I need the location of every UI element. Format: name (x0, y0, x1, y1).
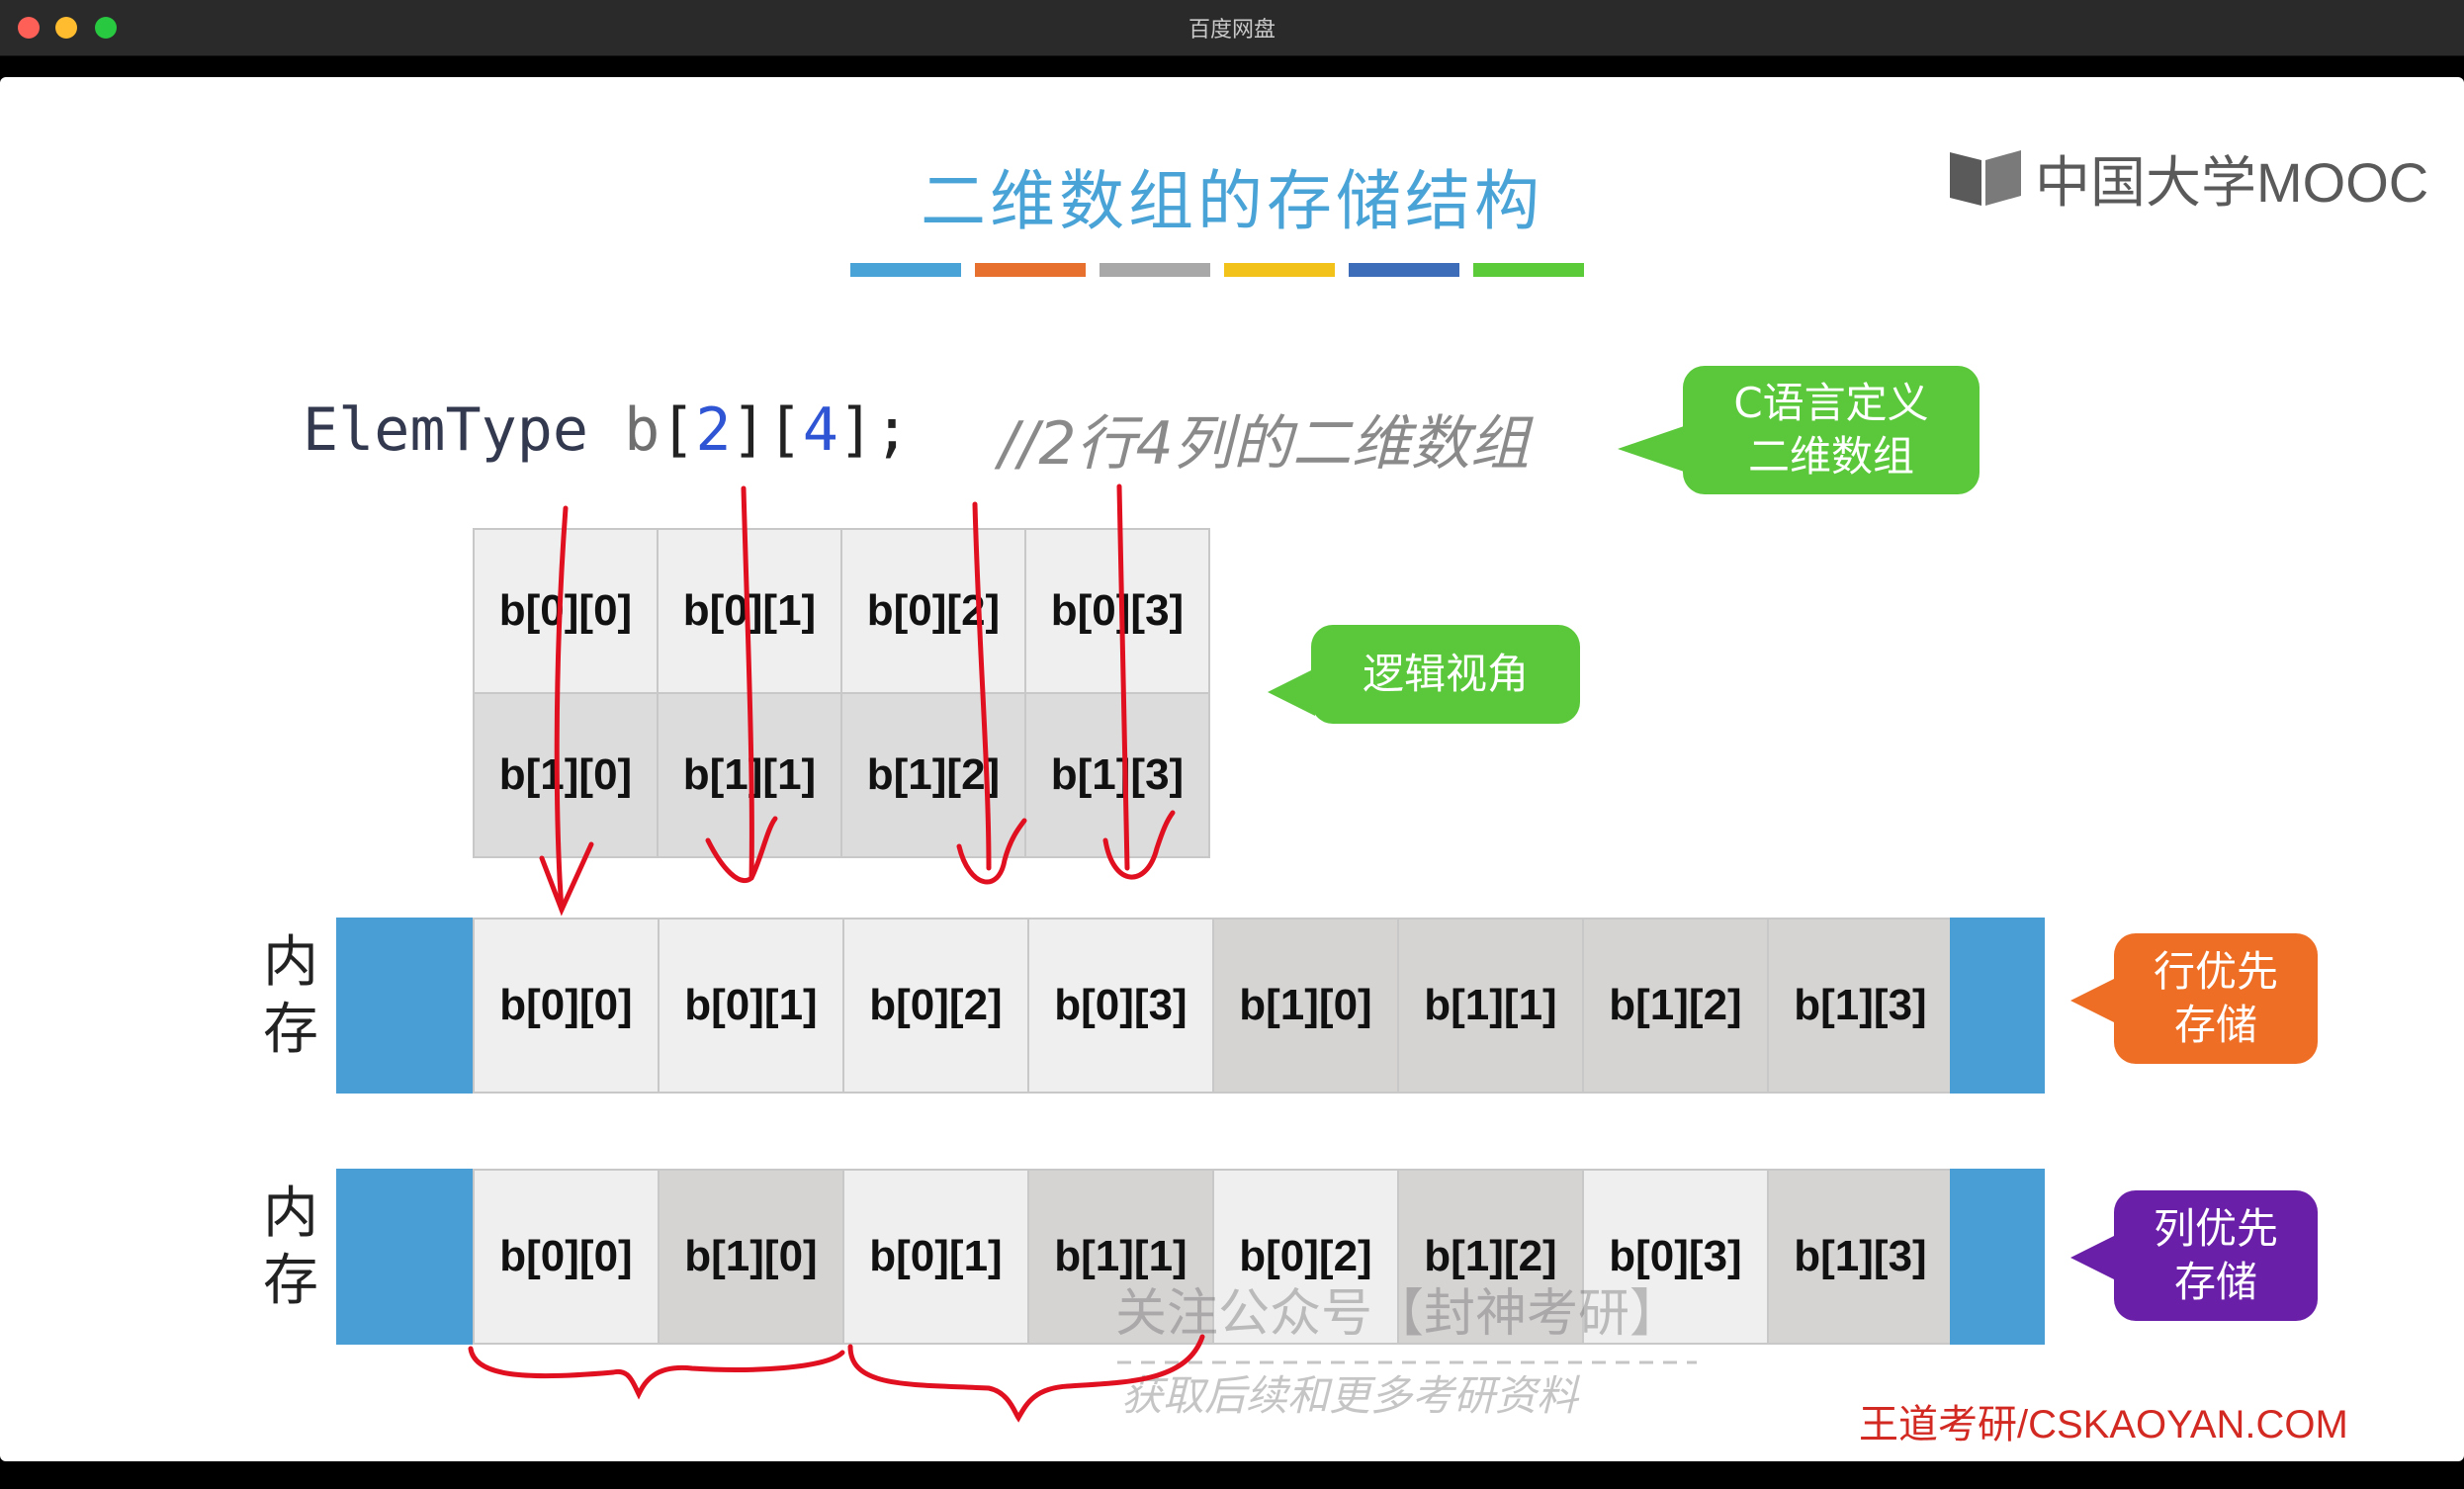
code-type: ElemType (303, 395, 588, 465)
title-color-segment (1224, 263, 1335, 277)
close-window-button[interactable] (18, 17, 40, 39)
window-bottom-edge (0, 1461, 2464, 1489)
watermark-line1: 关注公众号【封神考研】 (1115, 1284, 1682, 1344)
footer-brand: 王道考研/CSKAOYAN.COM (1859, 1403, 2348, 1446)
book-icon (1950, 150, 2021, 206)
memory-cell: b[0][0] (473, 1169, 660, 1345)
zoom-window-button[interactable] (95, 17, 117, 39)
code-comment: //2行4列的二维数组 (999, 409, 1530, 479)
title-color-segment (975, 263, 1086, 277)
bubble-c-define-text: C语言定义 二维数组 (1733, 379, 1929, 481)
code-declaration: ElemType b[2][4]; (303, 395, 911, 465)
slide-canvas: 二维数组的存储结构 中国大学MOOC ElemType b[2][4]; //2… (0, 77, 2464, 1461)
col-memory-start-block (336, 1169, 473, 1345)
row-memory-label: 内 存 (263, 930, 318, 1062)
bubble-col-major: 列优先 存储 (2070, 1190, 2318, 1321)
memory-cell: b[0][2] (1212, 1169, 1399, 1345)
memory-cell: b[1][3] (1767, 1169, 1954, 1345)
memory-cell: b[1][2] (1582, 918, 1769, 1094)
logo-text: 中国大学MOOC (2035, 150, 2429, 214)
code-name: b (624, 395, 660, 465)
bubble-logic-view-text: 逻辑视角 (1362, 650, 1529, 698)
memory-cell: b[1][1] (1397, 918, 1584, 1094)
memory-cell: b[1][1] (1027, 1169, 1214, 1345)
bubble-col-major-text: 列优先 存储 (2153, 1204, 2278, 1306)
col-memory-end-block (1950, 1169, 2045, 1345)
bubble-c-define: C语言定义 二维数组 (1618, 366, 1980, 494)
title-color-segment (850, 263, 961, 277)
memory-cell: b[0][1] (842, 1169, 1029, 1345)
slide-title: 二维数组的存储结构 (921, 163, 1543, 239)
row-memory-end-block (1950, 918, 2045, 1094)
title-color-segment (1473, 263, 1584, 277)
memory-cell: b[0][0] (473, 918, 660, 1094)
bubble-row-major-text: 行优先 存储 (2153, 947, 2278, 1049)
minimize-window-button[interactable] (55, 17, 77, 39)
row-memory-start-block (336, 918, 473, 1094)
memory-cell: b[1][0] (658, 1169, 844, 1345)
col-memory-label: 内 存 (263, 1182, 318, 1313)
title-color-segment (1100, 263, 1210, 277)
code-dim2: 4 (802, 395, 838, 465)
bubble-logic-view: 逻辑视角 (1268, 625, 1580, 724)
watermark-dash-line (1117, 1360, 1697, 1364)
code-dim1: 2 (695, 395, 732, 465)
memory-cell: b[0][2] (842, 918, 1029, 1094)
mooc-logo: 中国大学MOOC (1946, 138, 2428, 218)
memory-cell: b[1][0] (1212, 918, 1399, 1094)
title-color-segment (1349, 263, 1459, 277)
memory-cell: b[1][3] (1767, 918, 1954, 1094)
memory-cell: b[0][3] (1027, 918, 1214, 1094)
window-titlebar: 百度网盘 (0, 0, 2464, 56)
window-title: 百度网盘 (1188, 18, 1276, 43)
bubble-row-major: 行优先 存储 (2070, 933, 2318, 1064)
